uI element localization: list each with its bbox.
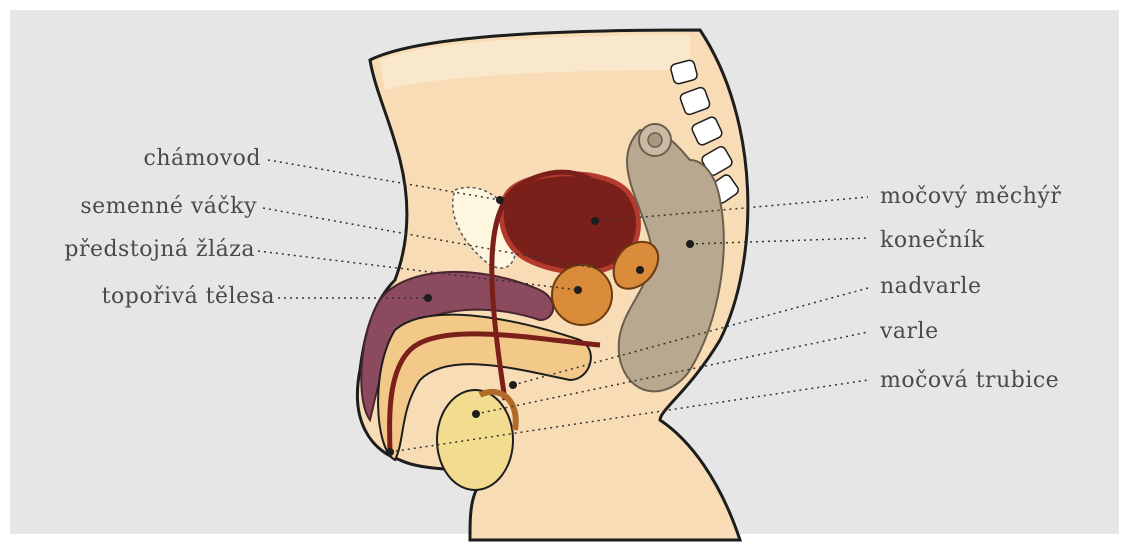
label-urethra: močová trubice [880,370,1059,392]
label-vas-deferens: chámovod [144,148,261,170]
testis [437,390,513,490]
label-bladder: močový měchýř [880,186,1061,208]
label-epididymis: nadvarle [880,276,982,298]
prostate [552,265,612,325]
label-prostate: předstojná žláza [64,239,255,261]
label-testis: varle [880,321,939,343]
label-erectile-tissue: topořivá tělesa [102,286,275,308]
label-rectum: konečník [880,230,985,252]
label-seminal-vesicles: semenné váčky [80,196,257,218]
